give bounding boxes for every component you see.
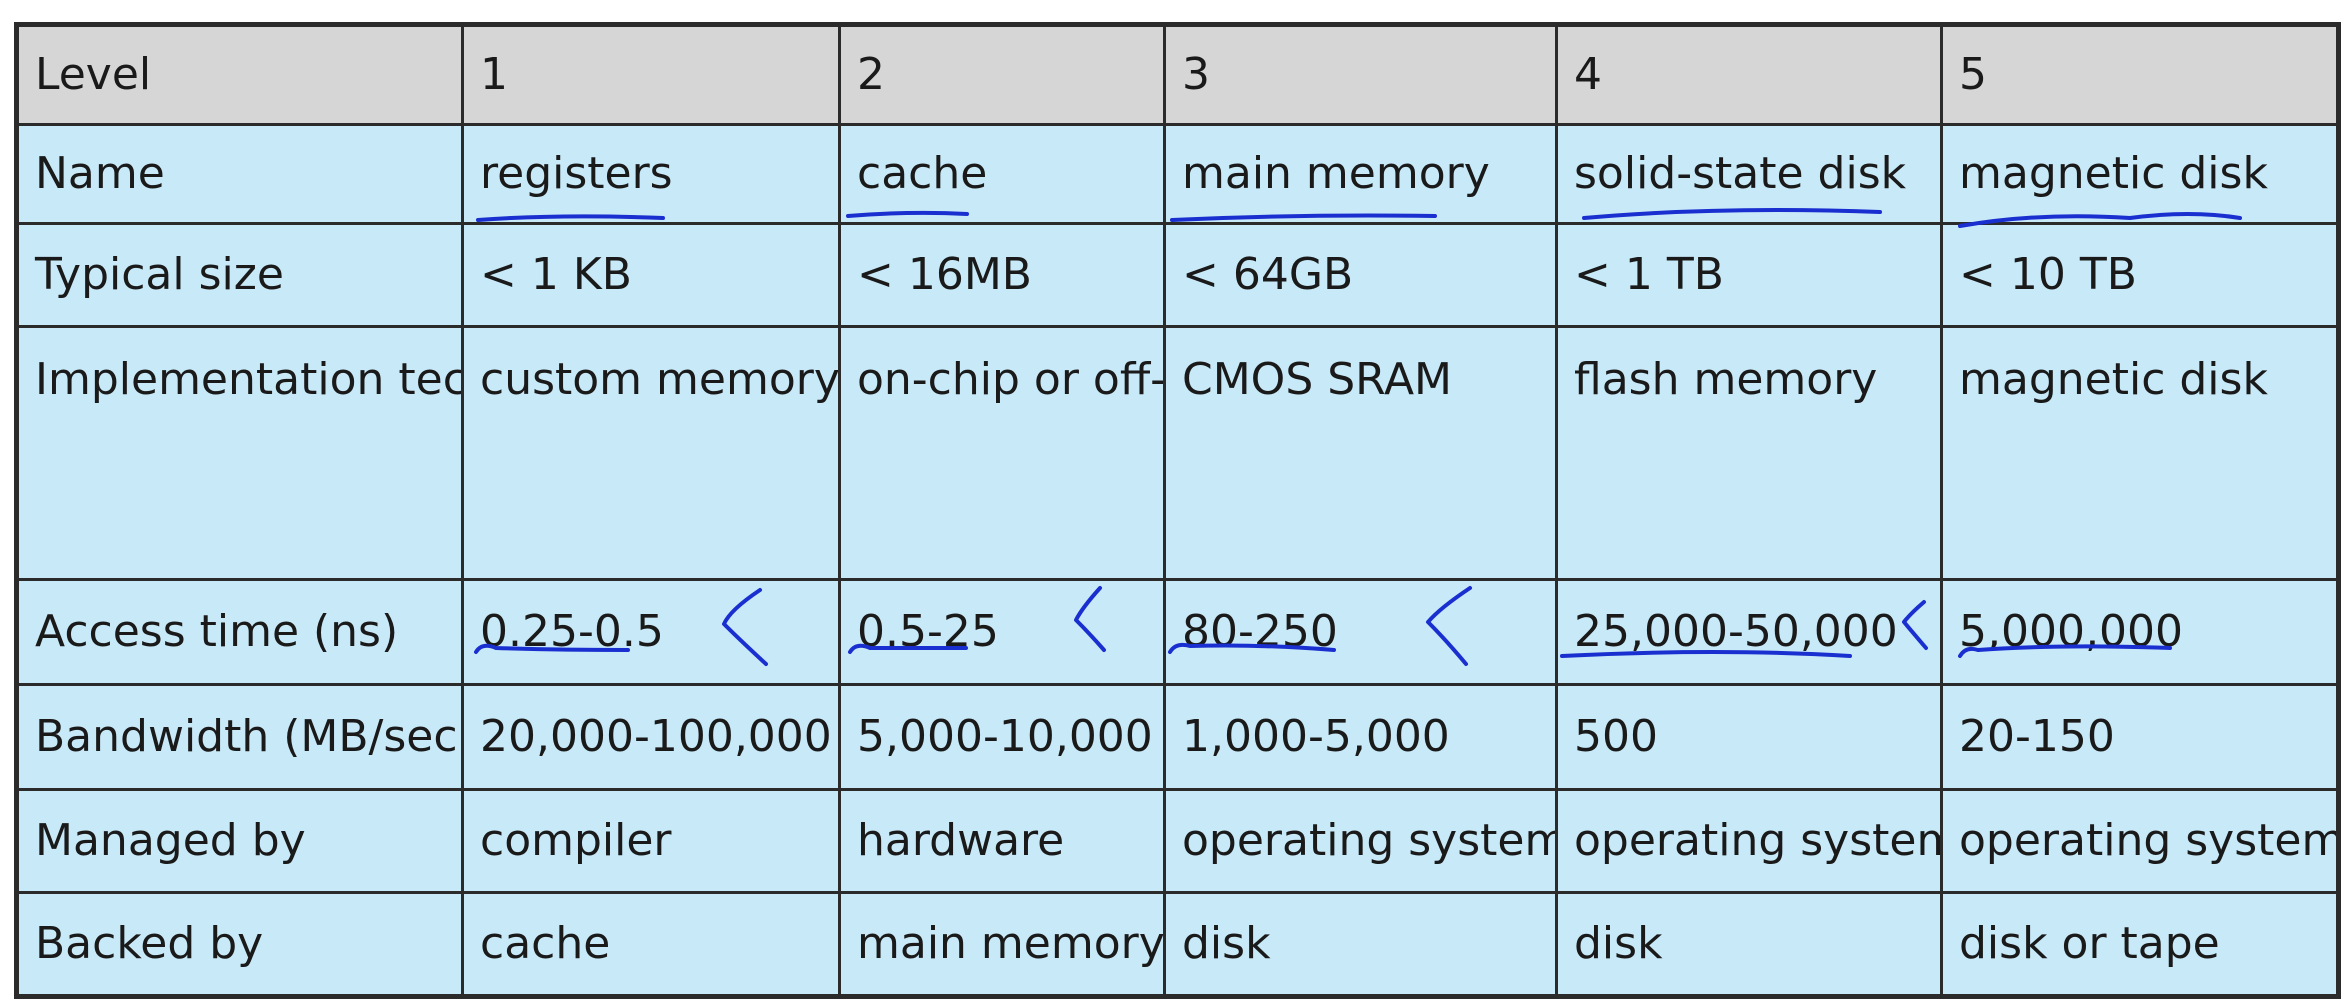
table-cell: 0.5-25	[838, 578, 1166, 686]
table-cell: disk	[1555, 891, 1943, 998]
table-cell: operating system	[1940, 788, 2340, 894]
table-cell: < 1 TB	[1555, 222, 1943, 328]
row-label: Name	[15, 123, 464, 225]
table-row-bandwidth: Bandwidth (MB/sec) 20,000-100,000 5,000-…	[15, 683, 2340, 791]
table-cell: 1,000-5,000	[1163, 683, 1558, 791]
row-label: Typical size	[15, 222, 464, 328]
table-cell: hardware	[838, 788, 1166, 894]
table-row-access-time: Access time (ns) 0.25-0.5 0.5-25 80-250 …	[15, 578, 2340, 686]
table-cell: < 10 TB	[1940, 222, 2340, 328]
table-cell: CMOS SRAM	[1163, 325, 1558, 581]
table-row-managed-by: Managed by compiler hardware operating s…	[15, 788, 2340, 894]
memory-hierarchy-table: Level 1 2 3 4 5 Name registers cache mai…	[14, 22, 2341, 999]
header-cell-3: 3	[1163, 23, 1558, 126]
table-cell: main memory	[838, 891, 1166, 998]
row-label: Implementation technology	[15, 325, 464, 581]
table-cell: operating system	[1555, 788, 1943, 894]
header-cell-1: 1	[461, 23, 841, 126]
table-row-name: Name registers cache main memory solid-s…	[15, 123, 2340, 225]
table-cell: registers	[461, 123, 841, 225]
table-cell: 20-150	[1940, 683, 2340, 791]
table-cell: disk	[1163, 891, 1558, 998]
table-cell: disk or tape	[1940, 891, 2340, 998]
table-cell: on-chip or off-chip CMOS SRAM	[838, 325, 1166, 581]
table-cell: < 64GB	[1163, 222, 1558, 328]
header-cell-4: 4	[1555, 23, 1943, 126]
row-label: Bandwidth (MB/sec)	[15, 683, 464, 791]
table-cell: < 16MB	[838, 222, 1166, 328]
table-cell: 5,000-10,000	[838, 683, 1166, 791]
table-cell: main memory	[1163, 123, 1558, 225]
table-row-typical-size: Typical size < 1 KB < 16MB < 64GB < 1 TB…	[15, 222, 2340, 328]
table-row-backed-by: Backed by cache main memory disk disk di…	[15, 891, 2340, 998]
table-cell: custom memory with multiple ports CMOS	[461, 325, 841, 581]
row-label: Managed by	[15, 788, 464, 894]
table-cell: 25,000-50,000	[1555, 578, 1943, 686]
table-cell: magnetic disk	[1940, 123, 2340, 225]
header-row: Level 1 2 3 4 5	[15, 23, 2340, 126]
table-cell: flash memory	[1555, 325, 1943, 581]
table-row-implementation: Implementation technology custom memory …	[15, 325, 2340, 581]
row-label: Backed by	[15, 891, 464, 998]
row-label: Access time (ns)	[15, 578, 464, 686]
table-cell: cache	[461, 891, 841, 998]
table-cell: solid-state disk	[1555, 123, 1943, 225]
table-cell: operating system	[1163, 788, 1558, 894]
table-cell: 80-250	[1163, 578, 1558, 686]
table-cell: 0.25-0.5	[461, 578, 841, 686]
header-cell-2: 2	[838, 23, 1166, 126]
header-cell-level: Level	[15, 23, 464, 126]
table-cell: 20,000-100,000	[461, 683, 841, 791]
table-cell: 5,000,000	[1940, 578, 2340, 686]
table-cell: magnetic disk	[1940, 325, 2340, 581]
header-cell-5: 5	[1940, 23, 2340, 126]
table-cell: cache	[838, 123, 1166, 225]
table-cell: 500	[1555, 683, 1943, 791]
table-cell: compiler	[461, 788, 841, 894]
table-cell: < 1 KB	[461, 222, 841, 328]
